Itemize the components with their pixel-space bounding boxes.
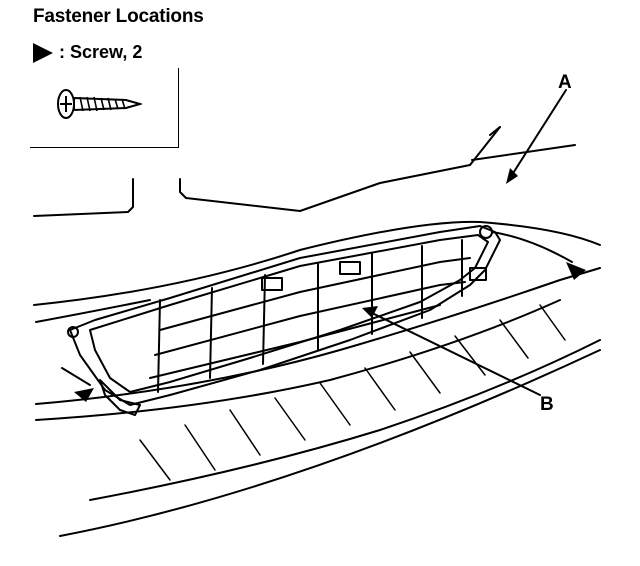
callout-a: A [558,72,572,93]
diagram-title: Fastener Locations [33,6,204,27]
lower-bumper-top [35,267,601,405]
grille-louver-1 [159,257,471,331]
grille-clip-2 [339,261,361,275]
callout-b: B [540,394,554,415]
grille-clip-3 [469,267,487,281]
bumper-outer-contour [33,220,601,306]
body-panel-line-left [33,178,134,217]
lower-bumper-bottom [89,339,601,501]
lower-bumper-line [59,349,601,537]
screw-arrow-right [566,262,586,280]
grille-frame-outer [69,225,501,406]
fastener-legend: : Screw, 2 [33,42,142,63]
grille-slat-1 [157,299,161,393]
screw-mount-left [67,326,79,338]
lower-bumper-edge [35,299,561,421]
grille-louver-3 [149,304,441,379]
legend-text: : Screw, 2 [59,42,143,62]
grille-louver-2 [154,281,466,356]
bumper-inner-contour [35,299,151,323]
left-bracket [99,379,141,416]
leader-screw-right [491,231,573,263]
arrowhead-b [362,306,378,318]
leader-b [369,311,541,396]
grille-frame-inner [89,234,489,393]
body-panel-line-right-2 [489,126,501,136]
grille-slat-2 [209,287,213,379]
triangle-arrow-icon [33,42,53,63]
leader-screw-left [61,367,91,386]
body-panel-line-center [179,126,501,212]
arrowhead-a [506,168,518,184]
fastener-box [30,68,179,148]
screw-icon [57,89,142,119]
screw-arrow-left [74,388,94,402]
body-panel-line-right [471,144,576,161]
grille-clip-1 [261,277,283,291]
leader-a [509,89,567,179]
